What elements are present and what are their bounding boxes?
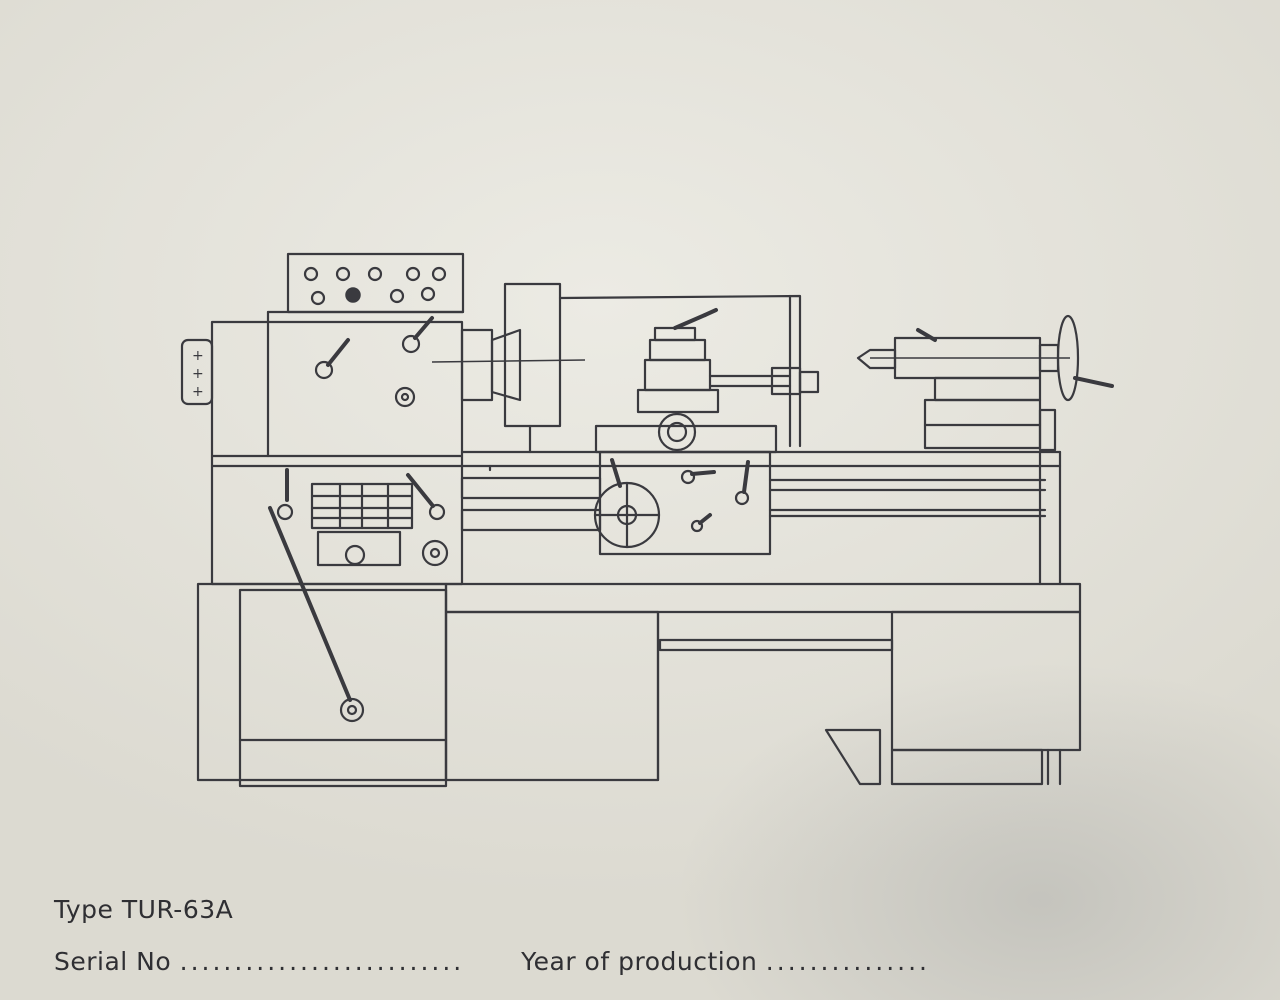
lead-screw [460, 508, 602, 532]
faceplate-guard [503, 282, 562, 428]
tailstock [856, 314, 1114, 452]
tailstock-handwheel [1056, 314, 1080, 402]
splash-guard [558, 294, 802, 448]
bed-base [444, 582, 1082, 614]
serial-caption: Serial No .......................... Yea… [54, 947, 930, 976]
chip-tray-rail [658, 638, 894, 652]
feed-gearbox-panel [276, 468, 449, 567]
type-caption: Type TUR-63A [54, 895, 233, 924]
left-pedestal [196, 582, 448, 782]
headstock-levers [314, 316, 434, 408]
svg-text:+: + [192, 348, 204, 364]
lathe-drawing-svg: + + + [180, 252, 1114, 788]
year-label: Year of production [521, 947, 758, 976]
chip-tray-left [444, 610, 660, 782]
feed-rod [460, 476, 602, 500]
main-lever [268, 506, 352, 702]
svg-text:+: + [192, 366, 204, 382]
headstock-body [210, 320, 464, 586]
chip-drawer-handle [824, 728, 882, 786]
right-pedestal [890, 610, 1082, 752]
svg-text:+: + [192, 384, 204, 400]
serial-label: Serial No [54, 947, 172, 976]
type-label: Type TUR-63A [54, 895, 234, 924]
year-fill-line[interactable]: ............... [765, 947, 930, 976]
tool-post [636, 308, 820, 414]
spindle-nose [460, 328, 494, 402]
serial-fill-line[interactable]: .......................... [179, 947, 465, 976]
lathe-illustration: + + + [180, 252, 1114, 788]
chuck [490, 328, 522, 402]
gearbox-knobs [303, 266, 447, 306]
cross-slide-dial [657, 412, 697, 452]
